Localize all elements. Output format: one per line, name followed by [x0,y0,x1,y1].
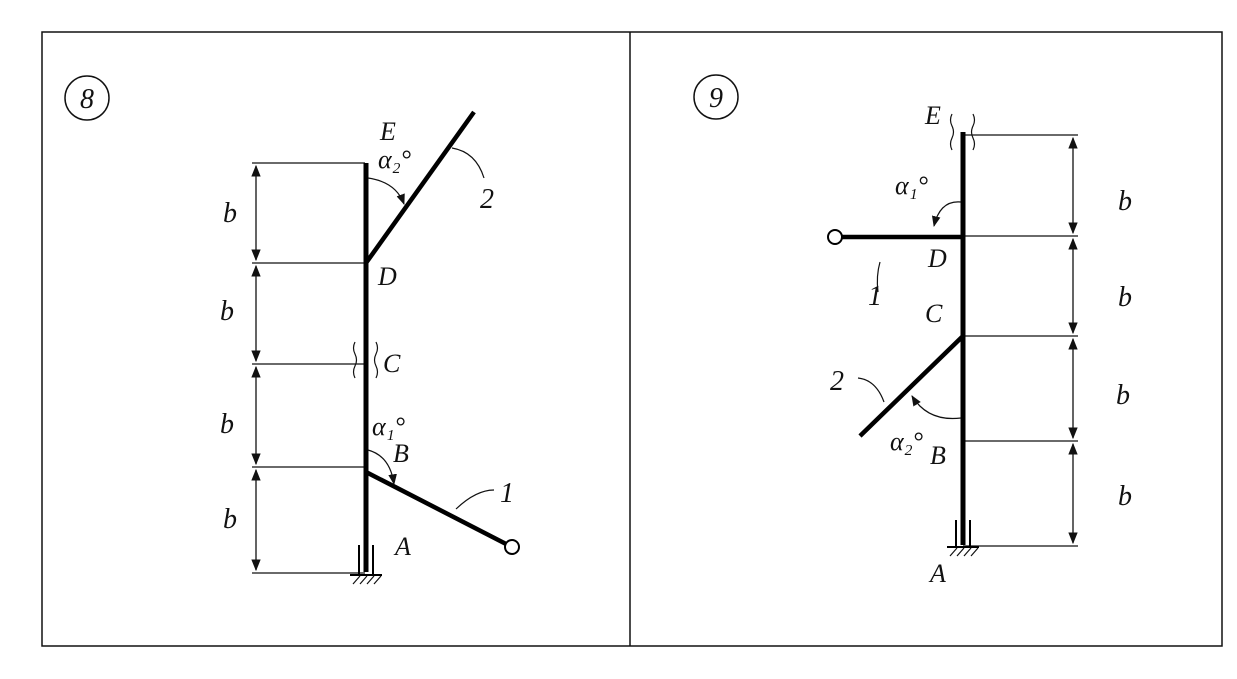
rod-1-end-hinge [827,229,843,245]
dim-label-b: b [223,198,237,229]
leader-rod-2 [451,147,485,179]
point-label-d: D [927,244,947,273]
point-label-b: B [393,439,409,468]
angle-label-alpha1: α₁° [372,412,405,441]
dim-label-b: b [1118,481,1132,512]
panel-8-number-circle [64,75,110,121]
dim-label-b: b [223,504,237,535]
point-label-e: E [924,101,941,130]
angle-arc-alpha1 [931,201,962,228]
rod-number-1: 1 [868,281,882,312]
support-a-hatch [949,547,979,557]
point-label-b: B [930,441,946,470]
angle-arc-alpha2 [367,177,405,206]
angle-arc-alpha1 [367,449,397,486]
point-label-c: C [925,299,943,328]
dim-label-b: b [1116,380,1130,411]
angle-arc-alpha2 [911,395,962,420]
point-label-a: A [928,559,946,588]
rod-number-1: 1 [500,478,514,509]
leader-rod-1 [876,261,881,293]
rod-2 [364,110,476,265]
angle-label-alpha1: α₁° [895,171,928,200]
leader-rod-1 [455,489,495,510]
support-a-hatch [352,575,382,585]
dim-label-b: b [1118,186,1132,217]
rod-1-end-hinge [504,539,520,555]
dim-label-b: b [220,409,234,440]
rod-1 [364,469,512,549]
point-label-e: E [379,117,396,146]
panel-9-number-circle [693,74,739,120]
angle-label-alpha2: α₂° [890,427,923,456]
dim-label-b: b [220,296,234,327]
panel-8-number: 8 [80,84,94,115]
hinge-mark-c [352,341,358,379]
leader-rod-2 [857,377,885,403]
angle-label-alpha2: α₂° [378,145,411,174]
outer-frame [41,31,1223,647]
dim-label-b: b [1118,282,1132,313]
hinge-mark-e [949,113,955,151]
hinge-mark-e [970,113,976,151]
panel-8: 8 b b b b [64,75,520,585]
panel-9: 9 b b b b [693,74,1132,588]
point-label-a: A [393,532,411,561]
point-label-c: C [383,349,401,378]
rod-number-2: 2 [480,184,494,215]
point-label-d: D [377,262,397,291]
panel-9-number: 9 [709,83,723,114]
hinge-mark-c [373,341,379,379]
rod-number-2: 2 [830,366,844,397]
rod-2 [858,334,965,438]
